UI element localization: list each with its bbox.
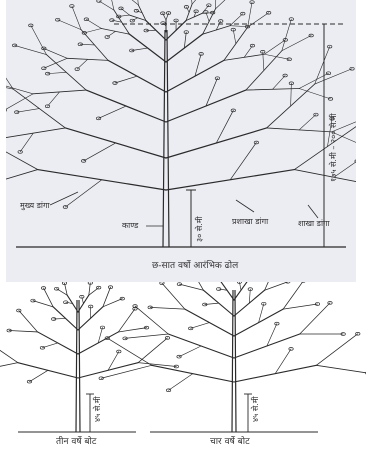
branch-stroke — [220, 282, 234, 300]
branch-stroke — [15, 45, 47, 54]
branch-stroke — [169, 374, 193, 391]
branch-stroke — [6, 170, 38, 193]
label-trunk-height: ३० से.मी — [196, 216, 204, 242]
branch-stroke — [29, 370, 47, 381]
branch-stroke — [0, 363, 18, 371]
branch-stroke — [0, 341, 18, 363]
branch-stroke — [6, 85, 33, 94]
branch-stroke — [44, 48, 67, 58]
branch-stroke — [315, 47, 330, 84]
branch-stroke — [150, 307, 185, 309]
branch-stroke — [265, 282, 275, 290]
branch-stroke — [107, 338, 151, 365]
branch-stroke — [162, 283, 185, 309]
branch-stroke — [179, 284, 203, 290]
branch-stroke — [244, 46, 252, 58]
branch-stroke — [294, 170, 356, 185]
branch-stroke — [6, 55, 13, 89]
branch-stroke — [234, 282, 248, 300]
label-trunk: काण्ड — [122, 222, 138, 230]
left-trunk — [76, 300, 80, 432]
right-trunk — [232, 290, 236, 432]
label-branching-branch: प्रशाखा डांगा — [232, 218, 268, 226]
top-tree-drawing — [6, 0, 356, 282]
branch-stroke — [84, 143, 116, 161]
branch-stroke — [191, 0, 192, 4]
branch-stroke — [275, 349, 291, 374]
branch-stroke — [89, 283, 90, 295]
branch-stroke — [233, 30, 236, 44]
branch-stroke — [138, 338, 167, 363]
branch-stroke — [316, 334, 357, 366]
top-tree-diagram: मुख्य डांगा काण्ड प्रशाखा डांगा शाखा डां… — [6, 0, 356, 282]
shoot-pointer — [308, 205, 318, 218]
branch-stroke — [6, 94, 33, 110]
branch-stroke — [44, 58, 67, 68]
branch-stroke — [184, 32, 186, 48]
branch-stroke — [216, 0, 229, 9]
branch-stroke — [99, 106, 126, 118]
label-shoot-branch: शाखा डांगा — [298, 220, 330, 228]
top-caption: छ-सात वर्षो आरंभिक ढोल — [152, 262, 238, 271]
branch-stroke — [282, 35, 311, 50]
branch-stroke — [6, 128, 65, 138]
branch-stroke — [248, 13, 269, 27]
branch-stroke — [125, 334, 168, 338]
branch-stroke — [248, 2, 252, 27]
branch-stroke — [118, 309, 135, 332]
branch-stroke — [316, 365, 366, 373]
branch-stroke — [130, 0, 138, 5]
branch-stroke — [9, 331, 37, 332]
branch-stroke — [19, 311, 38, 332]
left-caption: तीन वर्षे बोट — [56, 438, 96, 447]
branch-stroke — [135, 306, 168, 334]
bottom-trees-drawing — [0, 282, 366, 459]
bottom-tree-diagrams: ४५ से.मी ४५ से.मी तीन वर्षे बोट चार वर्ष… — [0, 282, 366, 459]
branch-stroke — [264, 40, 285, 54]
branching-pointer — [236, 200, 254, 212]
branch-stroke — [230, 143, 256, 180]
label-main-branch: मुख्य डांगा — [20, 202, 50, 210]
branch-stroke — [283, 304, 317, 309]
branch-stroke — [300, 303, 330, 334]
branch-stroke — [230, 26, 248, 27]
label-total-height: १७५ से.मी – २०० से.मी — [330, 113, 338, 182]
right-caption: चार वर्षे बोट — [210, 438, 250, 447]
branch-stroke — [17, 109, 39, 113]
left-trunk-height-label: ४५ से.मी — [94, 396, 102, 422]
branch-stroke — [86, 19, 101, 28]
branch-stroke — [291, 83, 292, 106]
branch-stroke — [107, 31, 115, 37]
branch-stroke — [191, 323, 210, 329]
branch-stroke — [48, 92, 60, 106]
top-branches — [6, 0, 356, 228]
main-branch-pointer — [50, 192, 78, 205]
branch-stroke — [65, 180, 101, 207]
branch-stroke — [249, 289, 250, 303]
branch-stroke — [20, 133, 33, 152]
branch-stroke — [264, 54, 289, 59]
branch-stroke — [101, 365, 151, 378]
branch-stroke — [99, 1, 114, 10]
branch-stroke — [48, 72, 67, 73]
branch-stroke — [299, 115, 316, 130]
branch-stroke — [192, 0, 199, 4]
branch-stroke — [179, 346, 201, 357]
branch-stroke — [84, 28, 101, 32]
branch-stroke — [315, 69, 352, 84]
branch-stroke — [273, 76, 286, 90]
branch-stroke — [115, 76, 137, 83]
branch-stroke — [118, 328, 146, 332]
branch-stroke — [283, 282, 303, 309]
right-trunk-height-label: ४५ से.मी — [252, 396, 260, 422]
bud-mark — [355, 160, 356, 163]
bottom-branches — [0, 282, 366, 392]
